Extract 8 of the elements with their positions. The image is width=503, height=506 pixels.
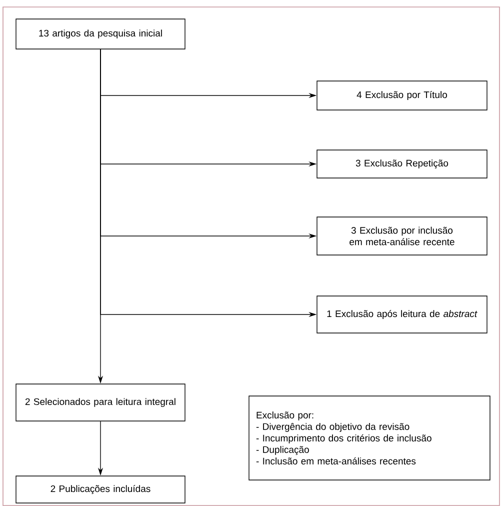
process-box: 1 Exclusão após leitura de abstract <box>316 296 488 334</box>
process-box: 4 Exclusão por Título <box>316 80 488 110</box>
process-box: 13 artigos da pesquisa inicial <box>16 18 186 50</box>
legend-box: Exclusão por: - Divergência do objetivo da revisão - Incumprimento dos critérios de inclusão - Duplicação - Inclusão em meta-análises recentes <box>248 396 490 480</box>
process-box: 3 Exclusão Repetição <box>316 150 488 178</box>
process-box: 2 Selecionados para leitura integral <box>16 384 186 422</box>
process-box: 3 Exclusão por inclusão em meta-análise recente <box>316 216 488 256</box>
process-box: 2 Publicações incluídas <box>16 476 186 504</box>
